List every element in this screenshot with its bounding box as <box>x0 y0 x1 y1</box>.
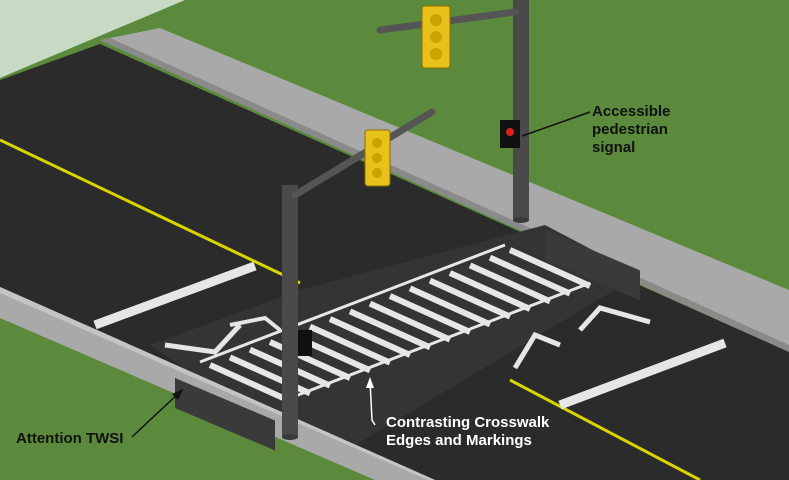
crosswalk-stripe <box>428 277 512 320</box>
arrow-crosswalk <box>366 377 374 388</box>
traffic-signal-near <box>364 129 391 187</box>
crosswalk-stripe <box>508 247 592 289</box>
crosswalk-stripe <box>348 308 432 351</box>
crosswalk-stripe <box>408 285 492 328</box>
yield-marking-right <box>512 331 561 370</box>
center-line-right <box>509 378 701 480</box>
pedestrian-push-button-icon <box>298 330 312 356</box>
label-line: Edges and Markings <box>386 432 532 449</box>
stop-bar-left <box>93 261 257 330</box>
twsi-pad-left <box>175 378 275 451</box>
arrow-twsi <box>172 389 183 400</box>
crosswalk-stripe <box>308 323 392 366</box>
crosswalk-stripe <box>328 316 412 358</box>
crosswalk-stripe <box>488 254 572 297</box>
mast-arm-near <box>291 108 436 199</box>
crosswalk-stripe <box>448 270 532 312</box>
yield-marking-left-2 <box>229 315 282 332</box>
crosswalk-stripe <box>368 300 452 343</box>
leader-twsi <box>131 391 181 438</box>
signal-pole-near <box>282 185 298 437</box>
signal-pole-far <box>513 0 529 220</box>
crosswalk-edge-upper <box>199 243 506 364</box>
yield-marking-left <box>164 323 242 355</box>
lower-curb <box>0 287 435 480</box>
crosswalk-stripe <box>208 362 292 404</box>
label-line: Accessible <box>592 103 671 120</box>
label-line: signal <box>592 139 636 156</box>
label-attention-twsi: Attention TWSI <box>16 430 124 447</box>
label-line: pedestrian <box>592 121 668 138</box>
label-accessible-pedestrian-signal: Accessible pedestrian signal <box>592 103 670 157</box>
leader-ped-signal <box>521 111 591 137</box>
accessible-pedestrian-signal-icon <box>500 120 520 148</box>
pale-background <box>0 0 185 78</box>
stop-bar-right <box>558 338 727 410</box>
label-line: Contrasting Crosswalk <box>386 414 550 431</box>
label-contrasting-crosswalk: Contrasting Crosswalk Edges and Markings <box>386 414 549 450</box>
twsi-pad-right <box>545 230 640 301</box>
pole-base-far <box>513 217 529 223</box>
yield-marking-right-2 <box>578 305 651 332</box>
crosswalk-edge-lower <box>284 281 591 402</box>
pole-base-near <box>282 434 298 440</box>
crosswalk-stripe <box>468 262 552 305</box>
leader-crosswalk <box>369 379 376 426</box>
traffic-signal-far <box>421 5 451 69</box>
center-line-left <box>0 138 301 285</box>
crosswalk-stripe <box>388 293 472 335</box>
